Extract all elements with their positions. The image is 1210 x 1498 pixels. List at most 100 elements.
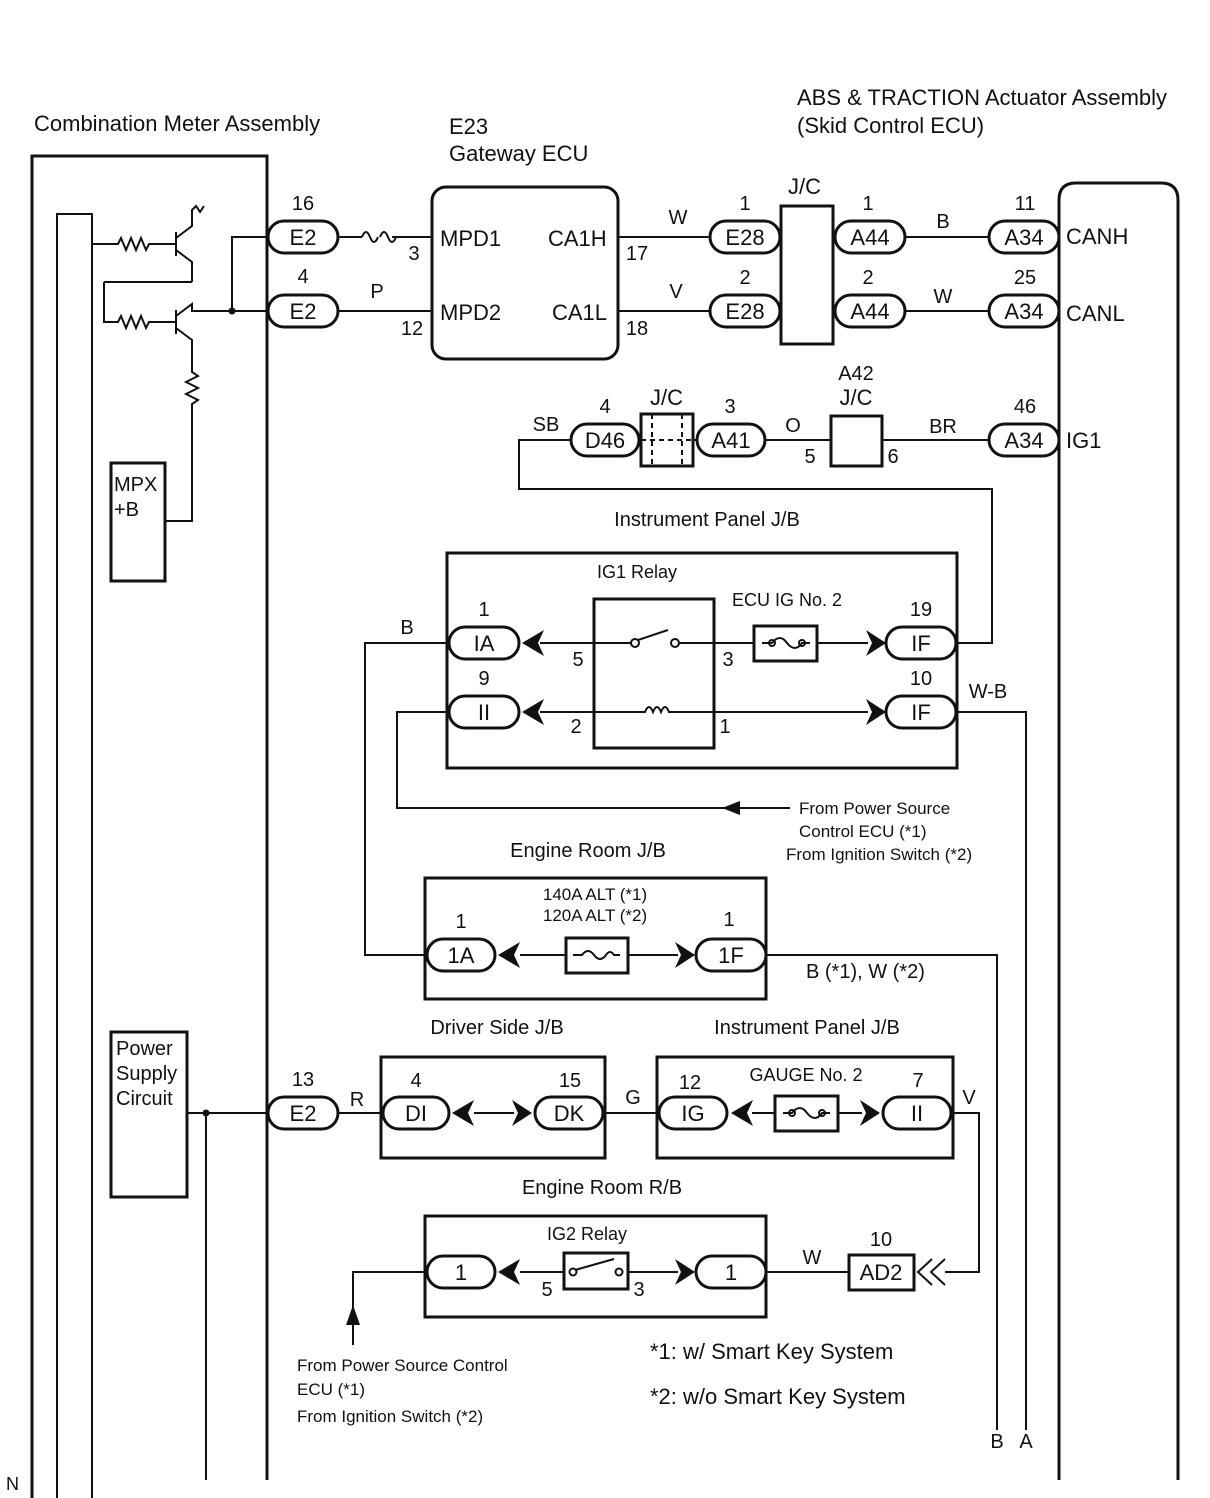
wire-color-b-canh: B [936, 211, 949, 233]
power-supply-label-3: Circuit [116, 1088, 173, 1110]
gateway-pin-mpd1: MPD1 [440, 226, 501, 251]
gateway-ecu-box [430, 185, 620, 361]
wire-color-b-w: B (*1), W (*2) [806, 961, 925, 983]
wire-sb-to-if [518, 439, 993, 644]
a42-junction-connector [829, 414, 884, 468]
svg-text:A44: A44 [850, 225, 889, 250]
connector-a41: A41 [695, 422, 767, 458]
connector-dk: DK [533, 1095, 605, 1131]
svg-text:E28: E28 [725, 225, 764, 250]
ig1-dashed-junction [639, 412, 695, 468]
wire-color-v: V [962, 1087, 976, 1109]
pin-13-e2: 13 [292, 1069, 314, 1091]
svg-text:A41: A41 [711, 428, 750, 453]
wire-color-sb: SB [533, 414, 560, 436]
pin-1-1f: 1 [723, 909, 734, 931]
mpx-b-label: +B [114, 499, 139, 521]
svg-text:A34: A34 [1004, 225, 1043, 250]
wire-b-ia-to-1a [364, 642, 449, 956]
pin-4-d46: 4 [599, 396, 610, 418]
svg-text:D46: D46 [585, 428, 625, 453]
ig1-relay-coil [540, 706, 868, 715]
wire-ig2-power-source [352, 1271, 427, 1345]
svg-text:A44: A44 [850, 299, 889, 324]
pin-2-e28: 2 [739, 267, 750, 289]
connector-a34-canh: A34 [987, 219, 1061, 255]
pin-12-mpd2: 12 [401, 318, 423, 340]
pin-18-ca1l: 18 [626, 318, 648, 340]
a42-jc-label: J/C [840, 385, 873, 410]
connector-e28-lower: E28 [708, 293, 782, 329]
footnote-1: *1: w/ Smart Key System [650, 1339, 893, 1364]
note-from-psc-2: Control ECU (*1) [799, 822, 927, 841]
wire-w-b [955, 711, 1027, 1430]
svg-text:IG: IG [681, 1101, 704, 1126]
abs-pin-canh: CANH [1066, 224, 1128, 249]
svg-text:A34: A34 [1004, 428, 1043, 453]
abs-title-line1: ABS & TRACTION Actuator Assembly [797, 85, 1167, 110]
power-supply-label-1: Power [116, 1038, 173, 1060]
instrument-panel-jb-2-title: Instrument Panel J/B [714, 1017, 900, 1039]
power-supply-circuit-box [109, 1030, 189, 1199]
wire-color-b-ia: B [400, 617, 413, 639]
wire-color-w-b: W-B [969, 681, 1008, 703]
ref-letter-a: A [1019, 1431, 1033, 1453]
connector-a34-canl: A34 [987, 293, 1061, 329]
footnote-2: *2: w/o Smart Key System [650, 1384, 906, 1409]
abs-pin-ig1: IG1 [1066, 428, 1101, 453]
mpx-b-box [109, 461, 167, 583]
svg-text:IF: IF [911, 631, 931, 656]
connector-a44-upper: A44 [833, 219, 907, 255]
wire-color-w-ad2: W [803, 1247, 822, 1269]
svg-text:DI: DI [405, 1101, 427, 1126]
wire-color-p: P [370, 281, 383, 303]
meter-transistor-circuit [92, 204, 267, 522]
connector-ad2-box [847, 1253, 916, 1292]
svg-text:IA: IA [474, 631, 495, 656]
pin-17-ca1h: 17 [626, 243, 648, 265]
note-from-psc-bottom-1: From Power Source Control [297, 1356, 508, 1375]
gateway-pin-ca1l: CA1L [552, 300, 607, 325]
pin-1-a44: 1 [862, 193, 873, 215]
pin-12-ig: 12 [679, 1072, 701, 1094]
connector-1a: 1A [425, 937, 497, 973]
svg-text:A34: A34 [1004, 299, 1043, 324]
power-supply-label-2: Supply [116, 1063, 177, 1085]
pin-5-a42: 5 [804, 446, 815, 468]
pin-1-e28: 1 [739, 193, 750, 215]
note-from-ig-sw: From Ignition Switch (*2) [786, 845, 972, 864]
connector-if-10: IF [884, 694, 958, 730]
engine-room-jb-title: Engine Room J/B [510, 840, 666, 862]
driver-side-jb-title: Driver Side J/B [430, 1017, 563, 1039]
pin-7-ii: 7 [912, 1070, 923, 1092]
wire-color-o: O [785, 415, 801, 437]
connector-ii-gauge: II [881, 1095, 953, 1131]
pin-10-if: 10 [910, 668, 932, 690]
wire-color-w-ca1h: W [669, 207, 688, 229]
gauge-no2-title: GAUGE No. 2 [749, 1065, 862, 1085]
svg-text:E2: E2 [290, 225, 317, 250]
gateway-ecu-title: Gateway ECU [449, 141, 588, 166]
wire-color-v-ca1l: V [669, 281, 683, 303]
svg-text:DK: DK [554, 1101, 585, 1126]
connector-di: DI [381, 1095, 451, 1131]
svg-text:1: 1 [725, 1260, 737, 1285]
can-junction-connector [779, 204, 835, 346]
svg-text:IF: IF [911, 700, 931, 725]
pin-2-a44: 2 [862, 267, 873, 289]
note-from-psc-bottom-2: ECU (*1) [297, 1380, 365, 1399]
ig2-relay-title: IG2 Relay [547, 1224, 627, 1244]
connector-e2-lower: E2 [266, 293, 340, 329]
connector-if-19: IF [884, 625, 958, 661]
pin-6-a42: 6 [887, 446, 898, 468]
instrument-panel-jb-title: Instrument Panel J/B [614, 509, 800, 531]
wire-color-r: R [350, 1089, 364, 1111]
pin-15-dk: 15 [559, 1070, 581, 1092]
pin-10-ad2: 10 [870, 1229, 892, 1251]
pin-9-ii: 9 [478, 668, 489, 690]
pin-16: 16 [292, 193, 314, 215]
relay-pin-3: 3 [722, 649, 733, 671]
connector-a34-ig1: A34 [987, 422, 1061, 458]
wire-color-br: BR [929, 416, 957, 438]
